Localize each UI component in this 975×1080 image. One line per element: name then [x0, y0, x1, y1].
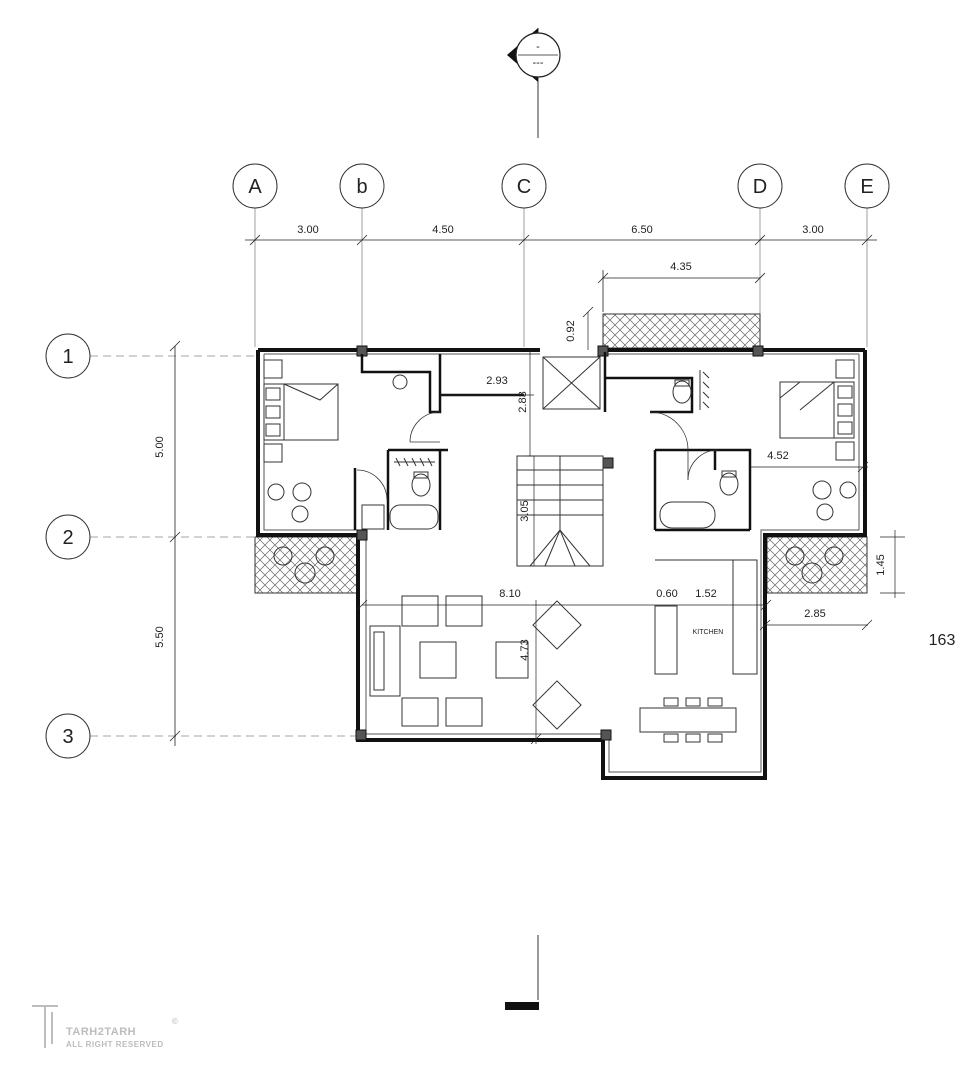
dim-305: 3.05	[519, 500, 531, 521]
watermark-brand: TARH2TARH	[66, 1026, 136, 1038]
watermark-logo: TARH2TARH ALL RIGHT RESERVED ©	[32, 1005, 178, 1049]
bed-right	[779, 359, 855, 461]
dim-060: 0.60	[656, 588, 677, 600]
grid-label-c: C	[517, 176, 531, 198]
desk-right	[699, 370, 857, 521]
dim-810: 8.10	[499, 588, 520, 600]
grid-label-d: D	[753, 176, 767, 198]
dim-top-3: 6.50	[631, 224, 652, 236]
grid-label-1: 1	[62, 346, 73, 368]
section-marker-top: -	[536, 41, 540, 53]
doors	[356, 411, 719, 501]
dim-left-2: 5.50	[154, 626, 166, 647]
watermark-copyright: ©	[172, 1017, 178, 1026]
bed-left	[263, 359, 339, 463]
bathroom-left	[361, 457, 439, 530]
grid-label-3: 3	[62, 726, 73, 748]
dim-top-4: 3.00	[802, 224, 823, 236]
interior-walls	[353, 352, 752, 532]
dimension-chain-left	[169, 340, 181, 746]
watermark-tagline: ALL RIGHT RESERVED	[66, 1040, 164, 1049]
kitchen-counters	[654, 559, 758, 675]
room-label-kitchen: KITCHEN	[693, 629, 724, 636]
section-marker-bottom	[505, 935, 539, 1010]
columns	[355, 345, 764, 741]
grid-row-bubbles: 1 2 3	[45, 333, 91, 759]
desk-left	[267, 374, 408, 523]
dim-092: 0.92	[565, 320, 577, 341]
dim-145: 1.45	[875, 554, 887, 575]
interior-dimensions	[356, 306, 905, 745]
grid-label-b: b	[356, 176, 367, 198]
living-furniture	[369, 595, 582, 730]
sheet-number: 163	[929, 632, 956, 649]
dim-152: 1.52	[695, 588, 716, 600]
dim-left-1: 5.00	[154, 436, 166, 457]
dim-473: 4.73	[519, 639, 531, 660]
grid-label-2: 2	[62, 527, 73, 549]
dim-293: 2.93	[486, 375, 507, 387]
bathroom-right	[659, 379, 739, 529]
dim-283: 2.83	[517, 391, 529, 412]
dining-table	[639, 697, 737, 743]
section-marker: - ---	[507, 28, 561, 138]
dim-upper: 4.35	[670, 261, 691, 273]
balcony-furniture	[273, 546, 844, 584]
staircase	[516, 455, 604, 567]
grid-label-a: A	[248, 176, 262, 198]
dim-452: 4.52	[767, 450, 788, 462]
grid-rows	[90, 355, 362, 737]
dim-285: 2.85	[804, 608, 825, 620]
grid-columns	[254, 207, 868, 347]
exterior-walls	[256, 348, 867, 780]
grid-label-e: E	[860, 176, 873, 198]
section-marker-bottom: ---	[533, 57, 544, 69]
dim-top-2: 4.50	[432, 224, 453, 236]
grid-column-bubbles: A b C D E	[232, 163, 890, 209]
dim-top-1: 3.00	[297, 224, 318, 236]
elevator-shaft	[542, 356, 601, 410]
dimension-chain-top	[245, 234, 877, 312]
